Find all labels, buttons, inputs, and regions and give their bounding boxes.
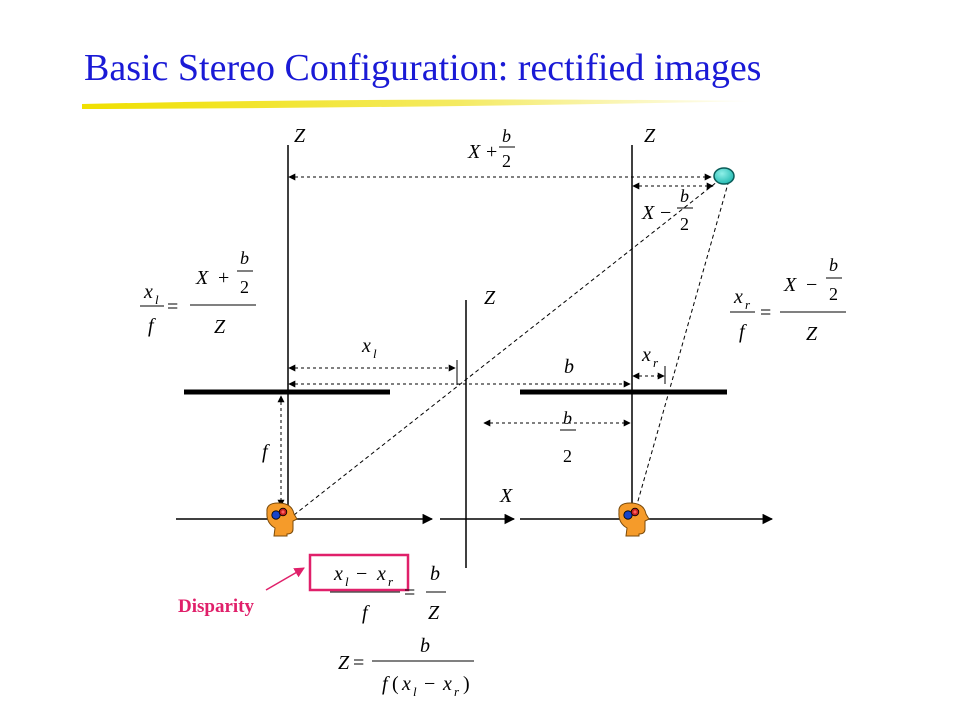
center-z-label: Z <box>484 287 496 309</box>
title-underline <box>82 99 760 109</box>
svg-text:Z: Z <box>214 316 226 338</box>
svg-text:=: = <box>404 582 415 604</box>
left-camera-head-icon <box>266 502 298 537</box>
svg-text:r: r <box>745 297 751 312</box>
svg-text:x: x <box>333 563 343 585</box>
svg-text:f: f <box>382 673 390 695</box>
label-xl: x l <box>361 335 377 361</box>
svg-text:−: − <box>806 274 817 296</box>
svg-text:x: x <box>442 673 452 695</box>
svg-text:X: X <box>195 267 209 289</box>
svg-text:2: 2 <box>829 284 838 304</box>
right-projection-ray <box>635 179 730 509</box>
svg-text:b: b <box>430 563 440 585</box>
equation-right: x r f = X − b 2 Z <box>730 255 846 345</box>
svg-text:b: b <box>563 408 572 428</box>
slide-title: Basic Stereo Configuration: rectified im… <box>84 47 762 89</box>
svg-text:x: x <box>733 286 743 308</box>
svg-text:X: X <box>641 202 655 224</box>
svg-text:l: l <box>413 684 417 699</box>
right-z-label: Z <box>644 125 656 147</box>
left-projection-ray <box>293 177 723 516</box>
left-z-label: Z <box>294 125 306 147</box>
svg-text:b: b <box>502 126 511 146</box>
label-x-plus-b-half: X + b 2 <box>467 126 515 171</box>
svg-text:r: r <box>653 355 659 370</box>
disparity-highlight-box <box>308 553 410 592</box>
label-xr: x r <box>641 344 659 370</box>
svg-text:Z: Z <box>806 323 818 345</box>
disparity-label: Disparity <box>178 596 255 617</box>
equation-left: x l f = X + b 2 Z <box>140 248 256 338</box>
svg-text:−: − <box>660 202 671 224</box>
svg-text:): ) <box>463 673 470 695</box>
svg-text:=: = <box>167 296 178 318</box>
svg-text:=: = <box>760 302 771 324</box>
svg-text:+: + <box>218 267 229 289</box>
disparity-pointer-arrow <box>265 567 305 591</box>
label-b: b <box>564 356 574 378</box>
svg-text:2: 2 <box>680 214 689 234</box>
svg-text:=: = <box>353 652 364 674</box>
svg-text:(: ( <box>392 673 399 695</box>
svg-text:b: b <box>240 248 249 268</box>
right-camera-head-icon <box>618 502 650 537</box>
svg-text:f: f <box>362 602 370 624</box>
svg-text:2: 2 <box>563 446 572 466</box>
svg-text:b: b <box>829 255 838 275</box>
svg-text:f: f <box>739 321 747 343</box>
equation-disparity: x l − x r f = b Z <box>330 563 446 624</box>
label-f: f <box>262 441 270 463</box>
svg-text:+: + <box>486 141 497 163</box>
svg-text:−: − <box>356 563 367 585</box>
svg-text:X: X <box>783 274 797 296</box>
svg-text:l: l <box>345 574 349 589</box>
center-x-label: X <box>499 485 513 507</box>
label-x-minus-b-half: X − b 2 <box>641 186 693 234</box>
svg-text:2: 2 <box>240 277 249 297</box>
svg-text:x: x <box>641 344 651 366</box>
svg-text:x: x <box>143 281 153 303</box>
svg-text:Z: Z <box>428 602 440 624</box>
equation-depth: Z = b f ( x l − x r ) <box>338 635 474 699</box>
svg-text:Z: Z <box>338 652 350 674</box>
svg-text:r: r <box>388 574 394 589</box>
svg-text:x: x <box>401 673 411 695</box>
svg-text:x: x <box>376 563 386 585</box>
svg-text:r: r <box>454 684 460 699</box>
svg-text:X: X <box>467 141 481 163</box>
svg-text:2: 2 <box>502 151 511 171</box>
svg-text:b: b <box>420 635 430 657</box>
svg-text:b: b <box>680 186 689 206</box>
svg-text:l: l <box>155 292 159 307</box>
svg-text:−: − <box>424 673 435 695</box>
svg-text:x: x <box>361 335 371 357</box>
scene-point <box>713 167 735 185</box>
svg-text:f: f <box>148 315 156 337</box>
label-b-half: b 2 <box>560 408 576 466</box>
svg-text:l: l <box>373 346 377 361</box>
